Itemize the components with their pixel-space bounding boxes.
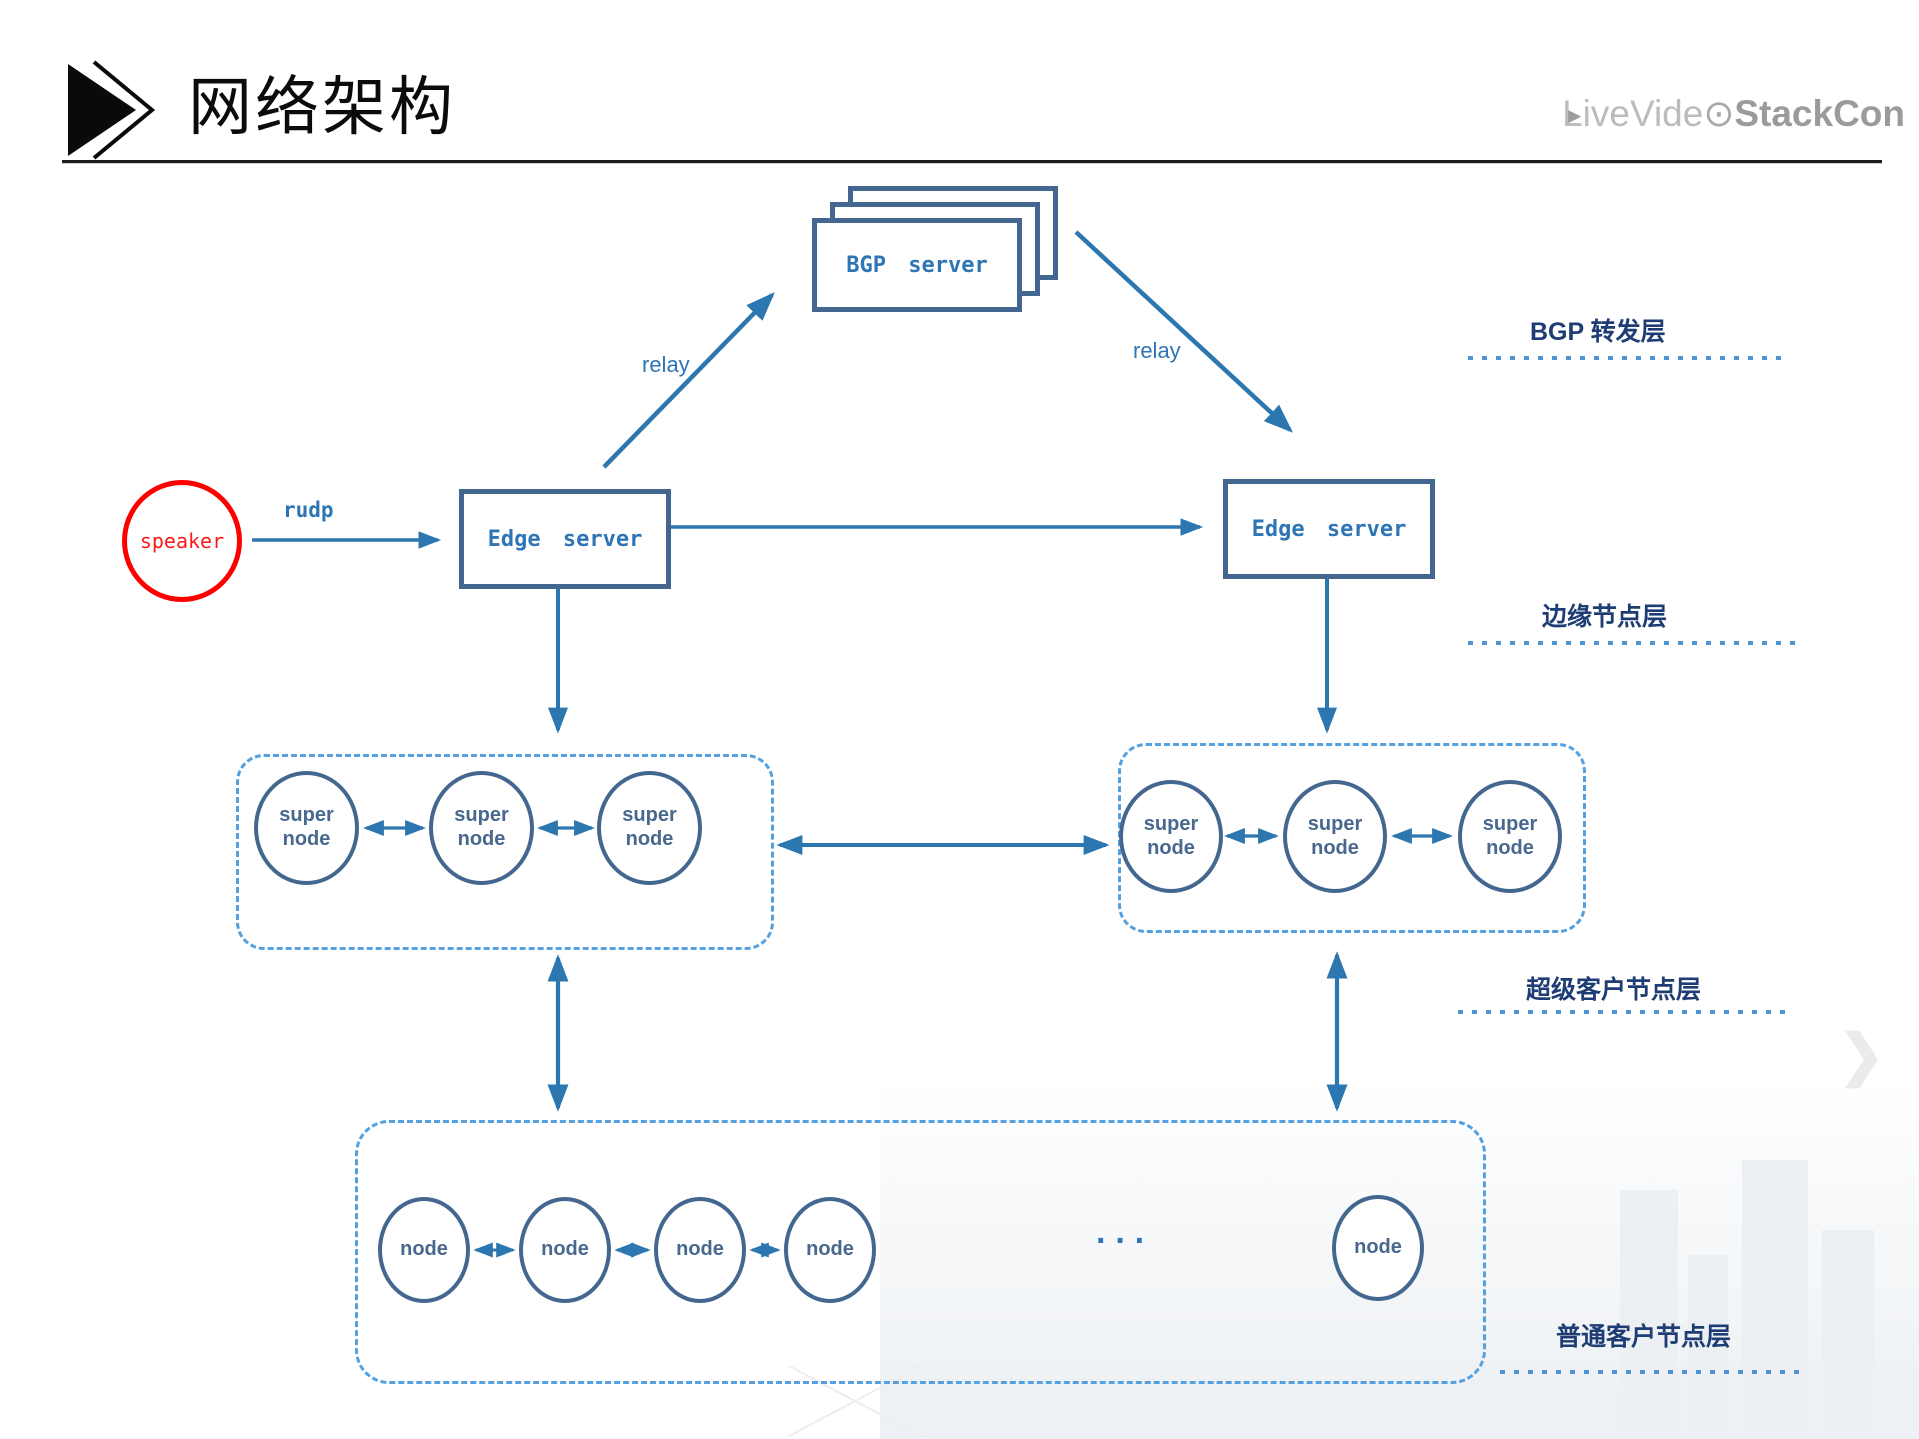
layer-label-edge: 边缘节点层	[1542, 603, 1668, 631]
super-node-circle: super node	[1119, 780, 1223, 893]
play-triangle-icon	[68, 60, 156, 160]
ellipsis-label: ···	[1096, 1222, 1154, 1260]
skyline-shape	[1742, 1160, 1808, 1439]
rudp-label: rudp	[283, 498, 334, 522]
node-circle: node	[784, 1197, 876, 1303]
skyline-shape	[1822, 1230, 1874, 1439]
super-node-circle: super node	[1458, 780, 1562, 893]
logo-prefix: iveVide	[1582, 93, 1704, 134]
node-circle: node	[519, 1197, 611, 1303]
logo-suffix: StackCon	[1734, 93, 1905, 134]
layer-label-bgp: BGP 转发层	[1530, 318, 1666, 346]
node-circle: node	[1332, 1195, 1424, 1301]
super-node-circle: super node	[429, 771, 534, 885]
speaker-circle: speaker	[122, 480, 242, 602]
edge-server-right-box: Edge server	[1223, 479, 1435, 579]
relay-right-label: relay	[1133, 338, 1181, 363]
node-cluster-bottom	[355, 1120, 1486, 1384]
brand-logo: L▶iveVide⊙StackCon	[1562, 92, 1905, 135]
super-cluster-left	[236, 754, 774, 950]
edge-server-left-box: Edge server	[459, 489, 671, 589]
super-node-circle: super node	[1283, 780, 1387, 893]
arrow-relay-left	[602, 292, 775, 469]
bgp-server-box: BGP server	[812, 218, 1022, 312]
layer-divider-dotted	[1500, 1370, 1800, 1374]
layer-divider-dotted	[1468, 641, 1798, 645]
layer-label-normal: 普通客户节点层	[1556, 1323, 1732, 1351]
super-node-circle: super node	[597, 771, 702, 885]
logo-circle-play-icon: ⊙	[1703, 93, 1735, 134]
watermark-chevron-icon: ❯	[1838, 1023, 1885, 1086]
super-node-circle: super node	[254, 771, 359, 885]
logo-l-mark: L▶	[1562, 93, 1583, 134]
skyline-shape	[1620, 1190, 1678, 1439]
layer-label-super: 超级客户节点层	[1526, 976, 1702, 1004]
skyline-shape	[1688, 1255, 1728, 1439]
node-circle: node	[654, 1197, 746, 1303]
layer-divider-dotted	[1468, 356, 1788, 360]
logo-play-icon: ▶	[1568, 106, 1582, 125]
relay-left-label: relay	[642, 352, 690, 377]
layer-divider-dotted	[1458, 1010, 1793, 1014]
node-circle: node	[378, 1197, 470, 1303]
page-title: 网络架构	[188, 71, 456, 143]
arrow-relay-right	[1074, 230, 1293, 433]
header-divider	[62, 160, 1882, 164]
